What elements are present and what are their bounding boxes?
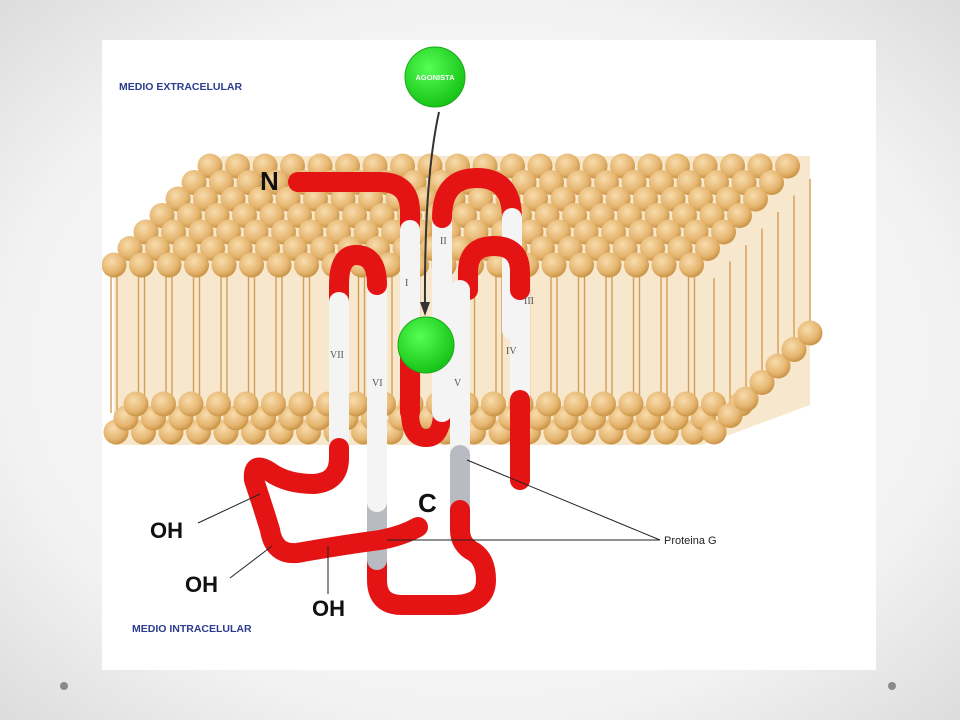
lipid-head: [749, 370, 775, 395]
extracellular-loop-1: [432, 168, 522, 228]
agonist-ligand: [404, 46, 466, 108]
lipid-head: [343, 391, 369, 417]
lipid-head: [481, 391, 506, 417]
gpcr-membrane-diagram: AGONISTA I II III IV V VI VII MEDIO EXTR…: [102, 46, 823, 635]
binding-arrow: [423, 111, 440, 309]
lipid-head: [151, 391, 176, 417]
helix-label-5: V: [454, 378, 462, 389]
lipid-head: [651, 252, 677, 278]
lipid-head: [178, 391, 204, 417]
lipid-head: [695, 236, 720, 261]
lipid-head: [775, 153, 800, 179]
lipid-head: [233, 391, 259, 417]
c-terminus-label: C: [418, 488, 437, 518]
lipid-head: [102, 252, 127, 278]
lipid-head: [727, 203, 752, 228]
lipid-head: [294, 252, 319, 278]
annotation-lines: [197, 459, 661, 594]
lipid-head: [156, 252, 182, 278]
prev-slide-dot[interactable]: [60, 682, 68, 690]
lipid-head: [591, 391, 616, 417]
lipid-head: [596, 252, 622, 278]
lipid-head: [624, 252, 649, 278]
n-terminal-tail: [288, 172, 420, 240]
lipid-head: [743, 186, 768, 212]
helix-label-4: IV: [506, 346, 517, 357]
g-protein-pointer-1: [466, 459, 661, 541]
lipid-head: [717, 403, 743, 428]
lipid-head: [673, 391, 699, 417]
c-terminal-tail: [243, 438, 428, 564]
g-protein-label: Proteina G: [664, 535, 717, 547]
helix-label-7: VII: [330, 350, 344, 361]
lipid-head: [646, 391, 671, 417]
lipid-head: [569, 252, 594, 278]
lipid-head: [701, 419, 727, 445]
extracellular-loop-3: [329, 245, 387, 312]
lipid-head: [618, 391, 644, 417]
lipid-head: [239, 252, 264, 278]
helix-label-3: III: [524, 296, 534, 307]
lipid-head: [206, 391, 231, 417]
lipid-head: [563, 391, 589, 417]
helix-label-1: I: [405, 278, 408, 289]
helix-label-2: II: [440, 236, 447, 247]
lipid-head: [129, 252, 154, 278]
extracellular-label: MEDIO EXTRACELULAR: [119, 81, 243, 93]
lipid-head: [797, 320, 823, 346]
lipid-head: [711, 219, 736, 245]
n-terminus-label: N: [260, 166, 279, 196]
lipid-head: [781, 337, 807, 362]
oh-1-pointer: [197, 493, 261, 524]
bound-agonist: [397, 316, 455, 374]
agonist-group: AGONISTA: [397, 46, 466, 374]
intracellular-loop-1: [401, 403, 451, 447]
agonist-label: AGONISTA: [415, 73, 455, 82]
helix-label-6: VI: [372, 378, 383, 389]
intracellular-label: MEDIO INTRACELULAR: [132, 623, 252, 635]
binding-arrowhead: [420, 302, 430, 316]
receptor-chain: [243, 168, 530, 615]
lipid-head: [261, 391, 286, 417]
lipid-head: [679, 252, 704, 278]
slide: AGONISTA I II III IV V VI VII MEDIO EXTR…: [102, 40, 876, 670]
extracellular-loop-2: [458, 236, 530, 300]
oh-label-3: OH: [312, 596, 345, 621]
helix-labels: I II III IV V VI VII: [330, 236, 534, 389]
lipid-head: [266, 252, 292, 278]
lipid-head: [211, 252, 237, 278]
lipid-head: [123, 391, 149, 417]
intracellular-loop-3: [367, 500, 496, 615]
next-slide-dot[interactable]: [888, 682, 896, 690]
oh-label-1: OH: [150, 518, 183, 543]
oh-2-pointer: [229, 545, 273, 579]
lipid-head: [536, 391, 561, 417]
lipid-head: [733, 386, 759, 412]
lipid-head: [765, 353, 791, 379]
lipid-head: [288, 391, 314, 417]
lipid-head: [184, 252, 209, 278]
oh-label-2: OH: [185, 572, 218, 597]
lipid-head: [541, 252, 567, 278]
lipid-head: [759, 170, 784, 195]
